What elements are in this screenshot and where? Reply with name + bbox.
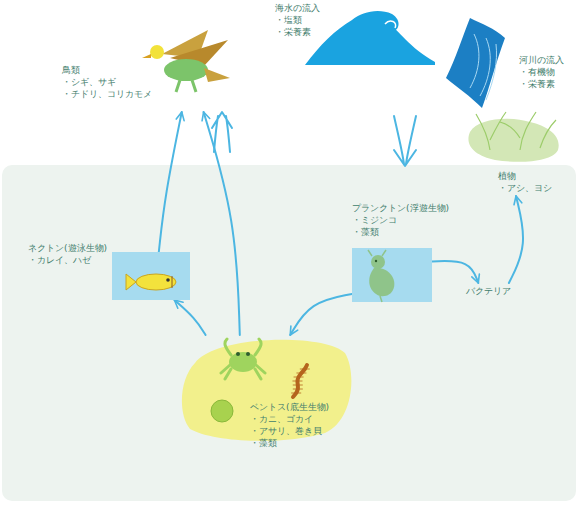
group-heading: 鳥類 [62,64,152,76]
member-item: ・有機物 [519,66,564,78]
inflow-note: 河川の流入・有機物・栄養素 [516,52,567,92]
bacteria-node: バクテリア [463,283,514,299]
text-block: ネクトン(遊泳生物)・カレイ、ハゼ [28,242,107,266]
member-item: ・栄養素 [275,26,320,38]
river-flow [446,18,505,108]
river-lines [470,34,497,100]
text-block: 植物・アシ、ヨシ [498,170,552,194]
bird-group: 鳥類・シギ、サギ・チドリ、コリカモメ [58,28,240,112]
member-item: ・シギ、サギ [62,76,152,88]
group-heading: 海水の流入 [275,2,320,14]
flow-arrow [159,112,182,252]
group-heading: 河川の流入 [519,54,564,66]
group-heading: バクテリア [466,285,511,297]
flow-arrow [290,294,352,335]
member-item: ・カレイ、ハゼ [28,254,107,266]
group-heading: 植物 [498,170,552,182]
text-block: 鳥類・シギ、サギ・チドリ、コリカモメ [62,64,152,100]
text-block: 海水の流入・塩類・栄養素 [275,2,320,38]
flow-arrow [174,300,205,335]
plankton-box: プランクトン(浮遊生物)・ミジンコ・藻類 [352,248,432,302]
member-item: ・ミジンコ [352,214,449,226]
text-block: バクテリア [466,285,511,297]
member-item: ・栄養素 [519,78,564,90]
member-item: ・アシ、ヨシ [498,182,552,194]
group-heading: ベントス(底生生物) [250,401,329,413]
member-item: ・カニ、ゴカイ [250,413,329,425]
inflow-note: 海水の流入・塩類・栄養素 [272,0,323,40]
member-item: ・塩類 [275,14,320,26]
tidal-flat-region [2,165,576,501]
text-block: ベントス(底生生物)・カニ、ゴカイ・アサリ、巻き貝・藻類 [250,401,329,449]
reed-stems [476,112,556,150]
flow-arrow [204,112,240,335]
wave-curl [385,21,396,28]
nekton-box: ネクトン(遊泳生物)・カレイ、ハゼ [112,252,190,300]
text-block: 河川の流入・有機物・栄養素 [519,54,564,90]
benthos-blob: ベントス(底生生物)・カニ、ゴカイ・アサリ、巻き貝・藻類 [175,335,355,443]
flow-arrow [509,196,523,283]
group-heading: ネクトン(遊泳生物) [28,242,107,254]
bird-icon [58,28,240,112]
double-arrow-up [212,112,232,152]
text-block: プランクトン(浮遊生物)・ミジンコ・藻類 [352,202,449,238]
member-item: ・チドリ、コリカモメ [62,88,152,100]
plant-group: 植物・アシ、ヨシ [495,168,555,196]
member-item: ・藻類 [352,226,449,238]
plankton-icon [352,248,432,302]
flow-arrow [432,261,478,283]
sea-wave [305,11,435,65]
fish-icon [112,252,190,300]
double-arrow-down [394,116,416,166]
group-heading: プランクトン(浮遊生物) [352,202,449,214]
member-item: ・アサリ、巻き貝 [250,425,329,437]
member-item: ・藻類 [250,437,329,449]
